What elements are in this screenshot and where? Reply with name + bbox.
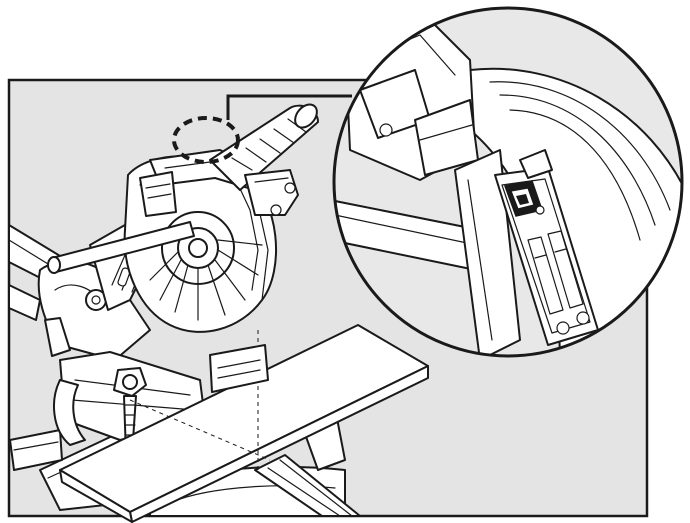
callout-dashed-circle (172, 116, 240, 164)
operating-handle (209, 103, 319, 191)
miter-saw (8, 103, 429, 523)
scale-plate (209, 344, 269, 393)
callout-leader-line (226, 94, 352, 120)
detail-inset (332, 6, 684, 358)
motor-housing (244, 169, 299, 216)
slide-rod (47, 221, 195, 274)
inset-outline (332, 6, 684, 358)
workpiece-board (59, 324, 429, 523)
callout (172, 94, 352, 164)
switch-slots (527, 230, 584, 315)
